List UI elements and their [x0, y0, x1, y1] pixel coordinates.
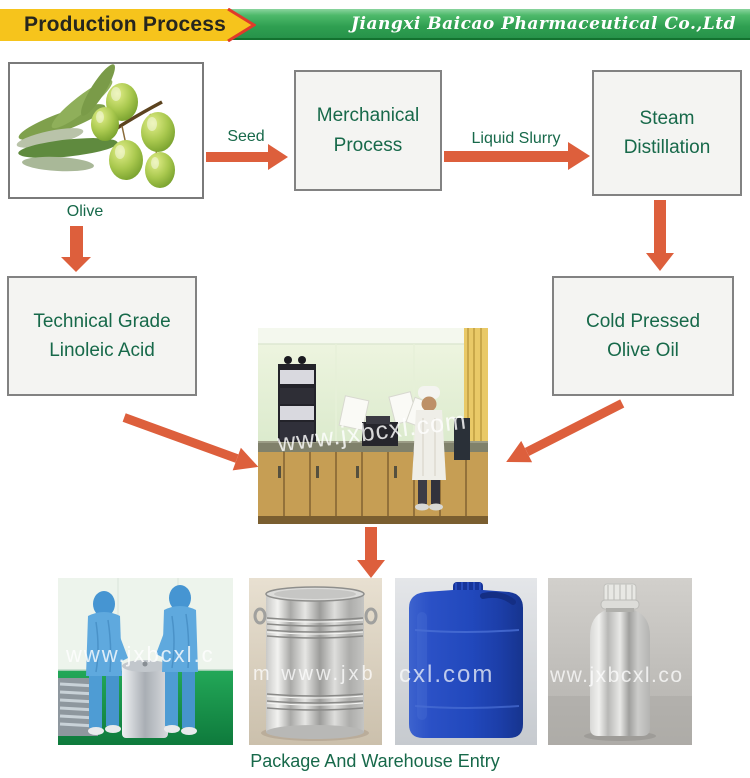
watermark-text: m www.jxb — [253, 663, 376, 685]
arrow-head — [268, 144, 288, 170]
workers-illustration: www.jxbcxl.c — [58, 578, 233, 745]
box-text-line1: Merchanical — [316, 105, 420, 127]
arrow-shaft — [444, 151, 568, 162]
arrow-cold-to-workshop — [500, 391, 628, 473]
box-text-line2: Olive Oil — [607, 340, 679, 361]
olive-label: Olive — [66, 203, 104, 220]
arrow-shaft — [654, 200, 666, 253]
box-text-line1: Steam — [639, 107, 695, 129]
liquid-slurry-arrow-label: Liquid Slurry — [471, 130, 561, 147]
arrow-olive-to-technical — [61, 226, 91, 272]
page-title: Production Process — [24, 13, 226, 36]
workers-moving-steel-drum-photo: www.jxbcxl.c — [58, 578, 233, 745]
aluminum-bottle-illustration: ww.jxbcxl.co — [548, 578, 692, 745]
olive-branch-illustration — [10, 64, 202, 197]
arrow-technical-to-workshop — [120, 406, 263, 479]
laboratory-workshop-illustration: www.jxbcxl.com — [258, 328, 488, 524]
header-yellow-tag-arrow — [0, 8, 256, 42]
laboratory-workshop-photo: www.jxbcxl.com — [258, 328, 488, 524]
steam-distillation-box: Steam Distillation — [592, 70, 742, 196]
watermark-text: www.jxbcxl.c — [65, 642, 215, 667]
arrow-head — [61, 257, 91, 272]
steel-drum-illustration: m www.jxb — [249, 578, 382, 745]
packaging-caption: Package And Warehouse Entry — [250, 751, 500, 771]
arrow-olive-to-mechanical — [206, 144, 290, 170]
box-text-line2: Process — [333, 134, 403, 156]
watermark-text: ww.jxbcxl.co — [549, 664, 684, 687]
arrow-shaft — [206, 152, 268, 162]
company-name: Jiangxi Baicao Pharmaceutical Co.,Ltd — [350, 14, 736, 34]
aluminum-bottle-photo: ww.jxbcxl.co — [548, 578, 692, 745]
arrow-shaft — [365, 527, 377, 560]
seed-arrow-label: Seed — [227, 128, 265, 145]
arrow-head — [568, 142, 590, 170]
box-text-line1: Technical Grade — [33, 310, 171, 332]
arrow-head — [357, 560, 385, 578]
arrow-mechanical-to-steam — [444, 142, 590, 170]
blue-jerrycan-illustration: cxl.com — [395, 578, 537, 745]
arrow-shaft — [70, 226, 83, 257]
box-text-line2: Distillation — [623, 137, 711, 158]
olive-branch-photo — [8, 62, 204, 199]
box-text-line2: Linoleic Acid — [49, 340, 155, 361]
arrow-workshop-to-packaging — [357, 527, 385, 578]
technical-grade-linoleic-acid-box: Technical Grade Linoleic Acid — [7, 276, 197, 396]
blue-plastic-jerrycan-photo: cxl.com — [395, 578, 537, 745]
mechanical-process-box: Merchanical Process — [294, 70, 442, 191]
galvanized-steel-drum-photo: m www.jxb — [249, 578, 382, 745]
arrow-shaft — [524, 399, 625, 457]
box-text-line1: Cold Pressed — [585, 310, 701, 332]
arrow-head — [646, 253, 674, 271]
arrow-steam-to-cold — [646, 200, 674, 271]
arrow-shaft — [122, 413, 239, 463]
watermark-text: cxl.com — [399, 661, 494, 688]
cold-pressed-olive-oil-box: Cold Pressed Olive Oil — [552, 276, 734, 396]
